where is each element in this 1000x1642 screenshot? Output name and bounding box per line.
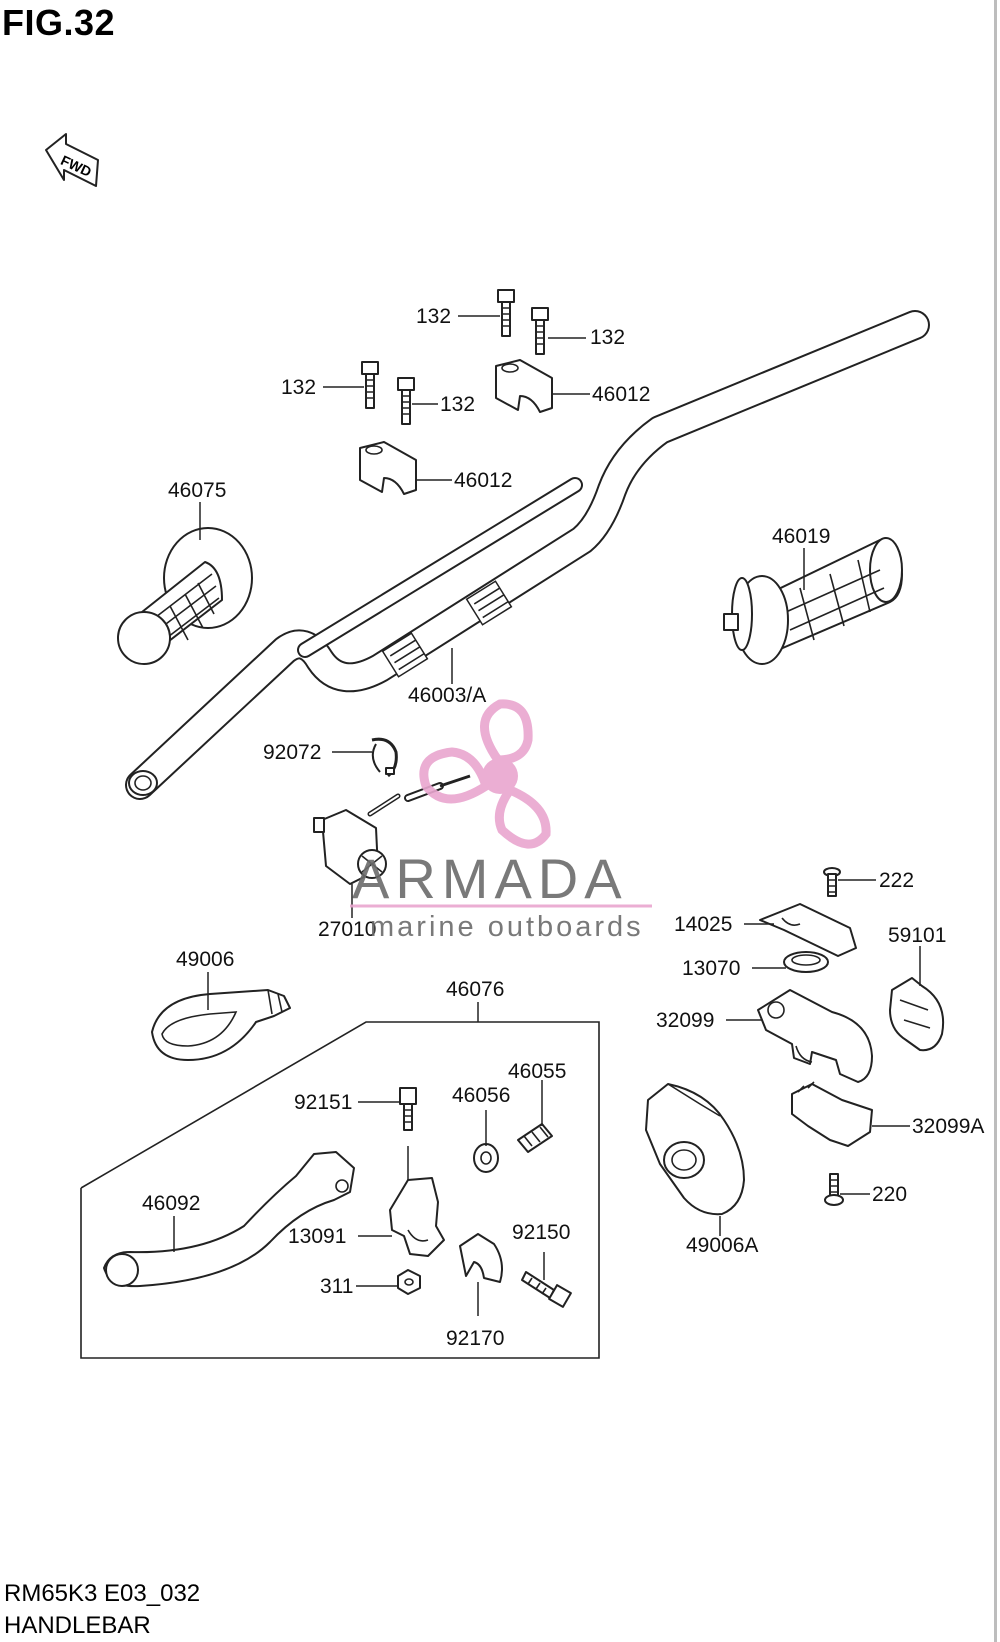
callout-49006a: 49006A (686, 1234, 758, 1257)
throttle-drum-59101 (889, 977, 944, 1052)
callout-49006: 49006 (176, 948, 234, 971)
callout-46012-upper: 46012 (592, 383, 650, 406)
adjuster-46055 (517, 1123, 553, 1153)
callout-46003a: 46003/A (408, 684, 486, 707)
callout-92151: 92151 (294, 1091, 352, 1114)
screw-222 (823, 867, 841, 897)
callout-311: 311 (320, 1275, 353, 1298)
callout-14025: 14025 (674, 913, 732, 936)
throttle-cover-14025 (759, 903, 857, 957)
figure-name: HANDLEBAR (4, 1612, 151, 1639)
callout-27010: 27010 (318, 918, 376, 941)
callout-46076: 46076 (446, 978, 504, 1001)
callout-13091: 13091 (288, 1225, 346, 1248)
callout-13070: 13070 (682, 957, 740, 980)
watermark-tagline: marine outboards (370, 911, 644, 943)
callout-220: 220 (872, 1183, 907, 1206)
callout-46055: 46055 (508, 1060, 566, 1083)
handlebar-holder-lower (359, 441, 417, 495)
bolt-132-c (361, 361, 379, 409)
clamp-92170 (459, 1233, 503, 1283)
lever-46092 (103, 1151, 355, 1288)
callout-92072: 92072 (263, 741, 321, 764)
callout-46092: 46092 (142, 1192, 200, 1215)
cable-clamp (371, 737, 398, 778)
bolt-132-d (397, 377, 415, 425)
cable-stopper-13070 (783, 951, 829, 973)
bolt-132-a (497, 289, 515, 337)
nut-311 (397, 1269, 421, 1295)
bolt-132-b (531, 307, 549, 355)
figure-code: RM65K3 E03_032 (4, 1580, 201, 1607)
callout-labels: 132 132 132 132 46012 46012 46075 46019 … (142, 305, 984, 1350)
watermark-brand: ARMADA (352, 847, 628, 910)
lever-cover-49006 (151, 989, 291, 1061)
right-grip-throttle (723, 537, 903, 665)
callout-222: 222 (879, 869, 914, 892)
callout-132-c: 132 (281, 376, 316, 399)
handlebar-tube (125, 310, 930, 800)
bolt-92151 (399, 1087, 417, 1131)
left-grip (117, 527, 253, 665)
propeller-logo-icon (419, 699, 551, 849)
switch-wire-connector (404, 774, 471, 802)
washer-46056 (473, 1143, 499, 1173)
screw-220 (824, 1173, 844, 1206)
watermark: ARMADA marine outboards (350, 699, 652, 943)
leader-lines (173, 315, 921, 1316)
page-edge-rule (994, 0, 997, 1642)
figure-title: FIG.32 (2, 2, 116, 43)
callout-132-b: 132 (590, 326, 625, 349)
callout-132-a: 132 (416, 305, 451, 328)
callout-59101: 59101 (888, 924, 946, 947)
clutch-lever-kit-frame (80, 1021, 600, 1359)
bolt-92150 (521, 1271, 572, 1308)
callout-92170: 92170 (446, 1327, 504, 1350)
forward-arrow-icon: FWD (45, 133, 99, 187)
callout-32099a: 32099A (912, 1115, 984, 1138)
engine-stop-switch (313, 793, 401, 885)
throttle-case-32099 (757, 989, 873, 1083)
callout-132-d: 132 (440, 393, 475, 416)
callout-32099: 32099 (656, 1009, 714, 1032)
callout-46012-lower: 46012 (454, 469, 512, 492)
callout-92150: 92150 (512, 1221, 570, 1244)
lever-holder-13091 (389, 1177, 445, 1257)
lever-guard-49006a (645, 1083, 745, 1216)
throttle-case-32099a (791, 1081, 873, 1147)
callout-46019: 46019 (772, 525, 830, 548)
callout-46075: 46075 (168, 479, 226, 502)
handlebar-holder-upper (495, 359, 553, 413)
callout-46056: 46056 (452, 1084, 510, 1107)
